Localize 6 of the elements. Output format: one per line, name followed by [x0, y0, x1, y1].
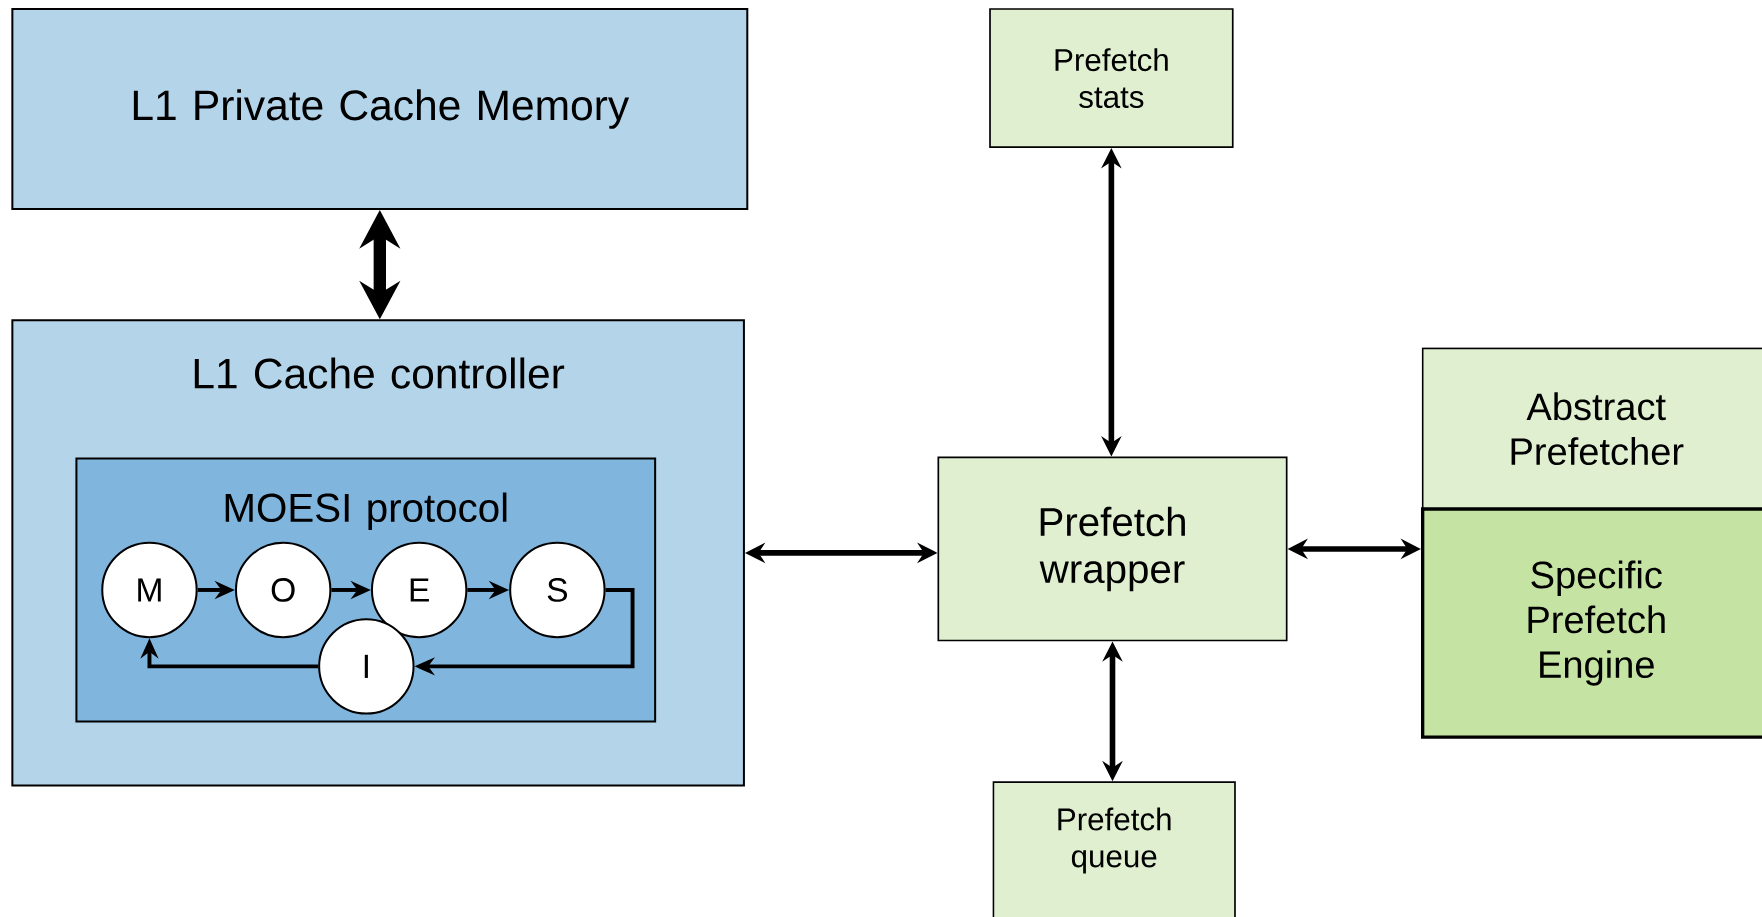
- memory-box: L1 Private Cache Memory: [11, 8, 749, 211]
- wrapper-box: Prefetch wrapper: [937, 456, 1288, 642]
- prefetcher-box: Abstract Prefetcher: [1421, 347, 1762, 510]
- stats-box: Prefetch stats: [989, 8, 1234, 149]
- queue-box: Prefetch queue: [992, 781, 1236, 917]
- engine-box: Specific Prefetch Engine: [1420, 507, 1762, 739]
